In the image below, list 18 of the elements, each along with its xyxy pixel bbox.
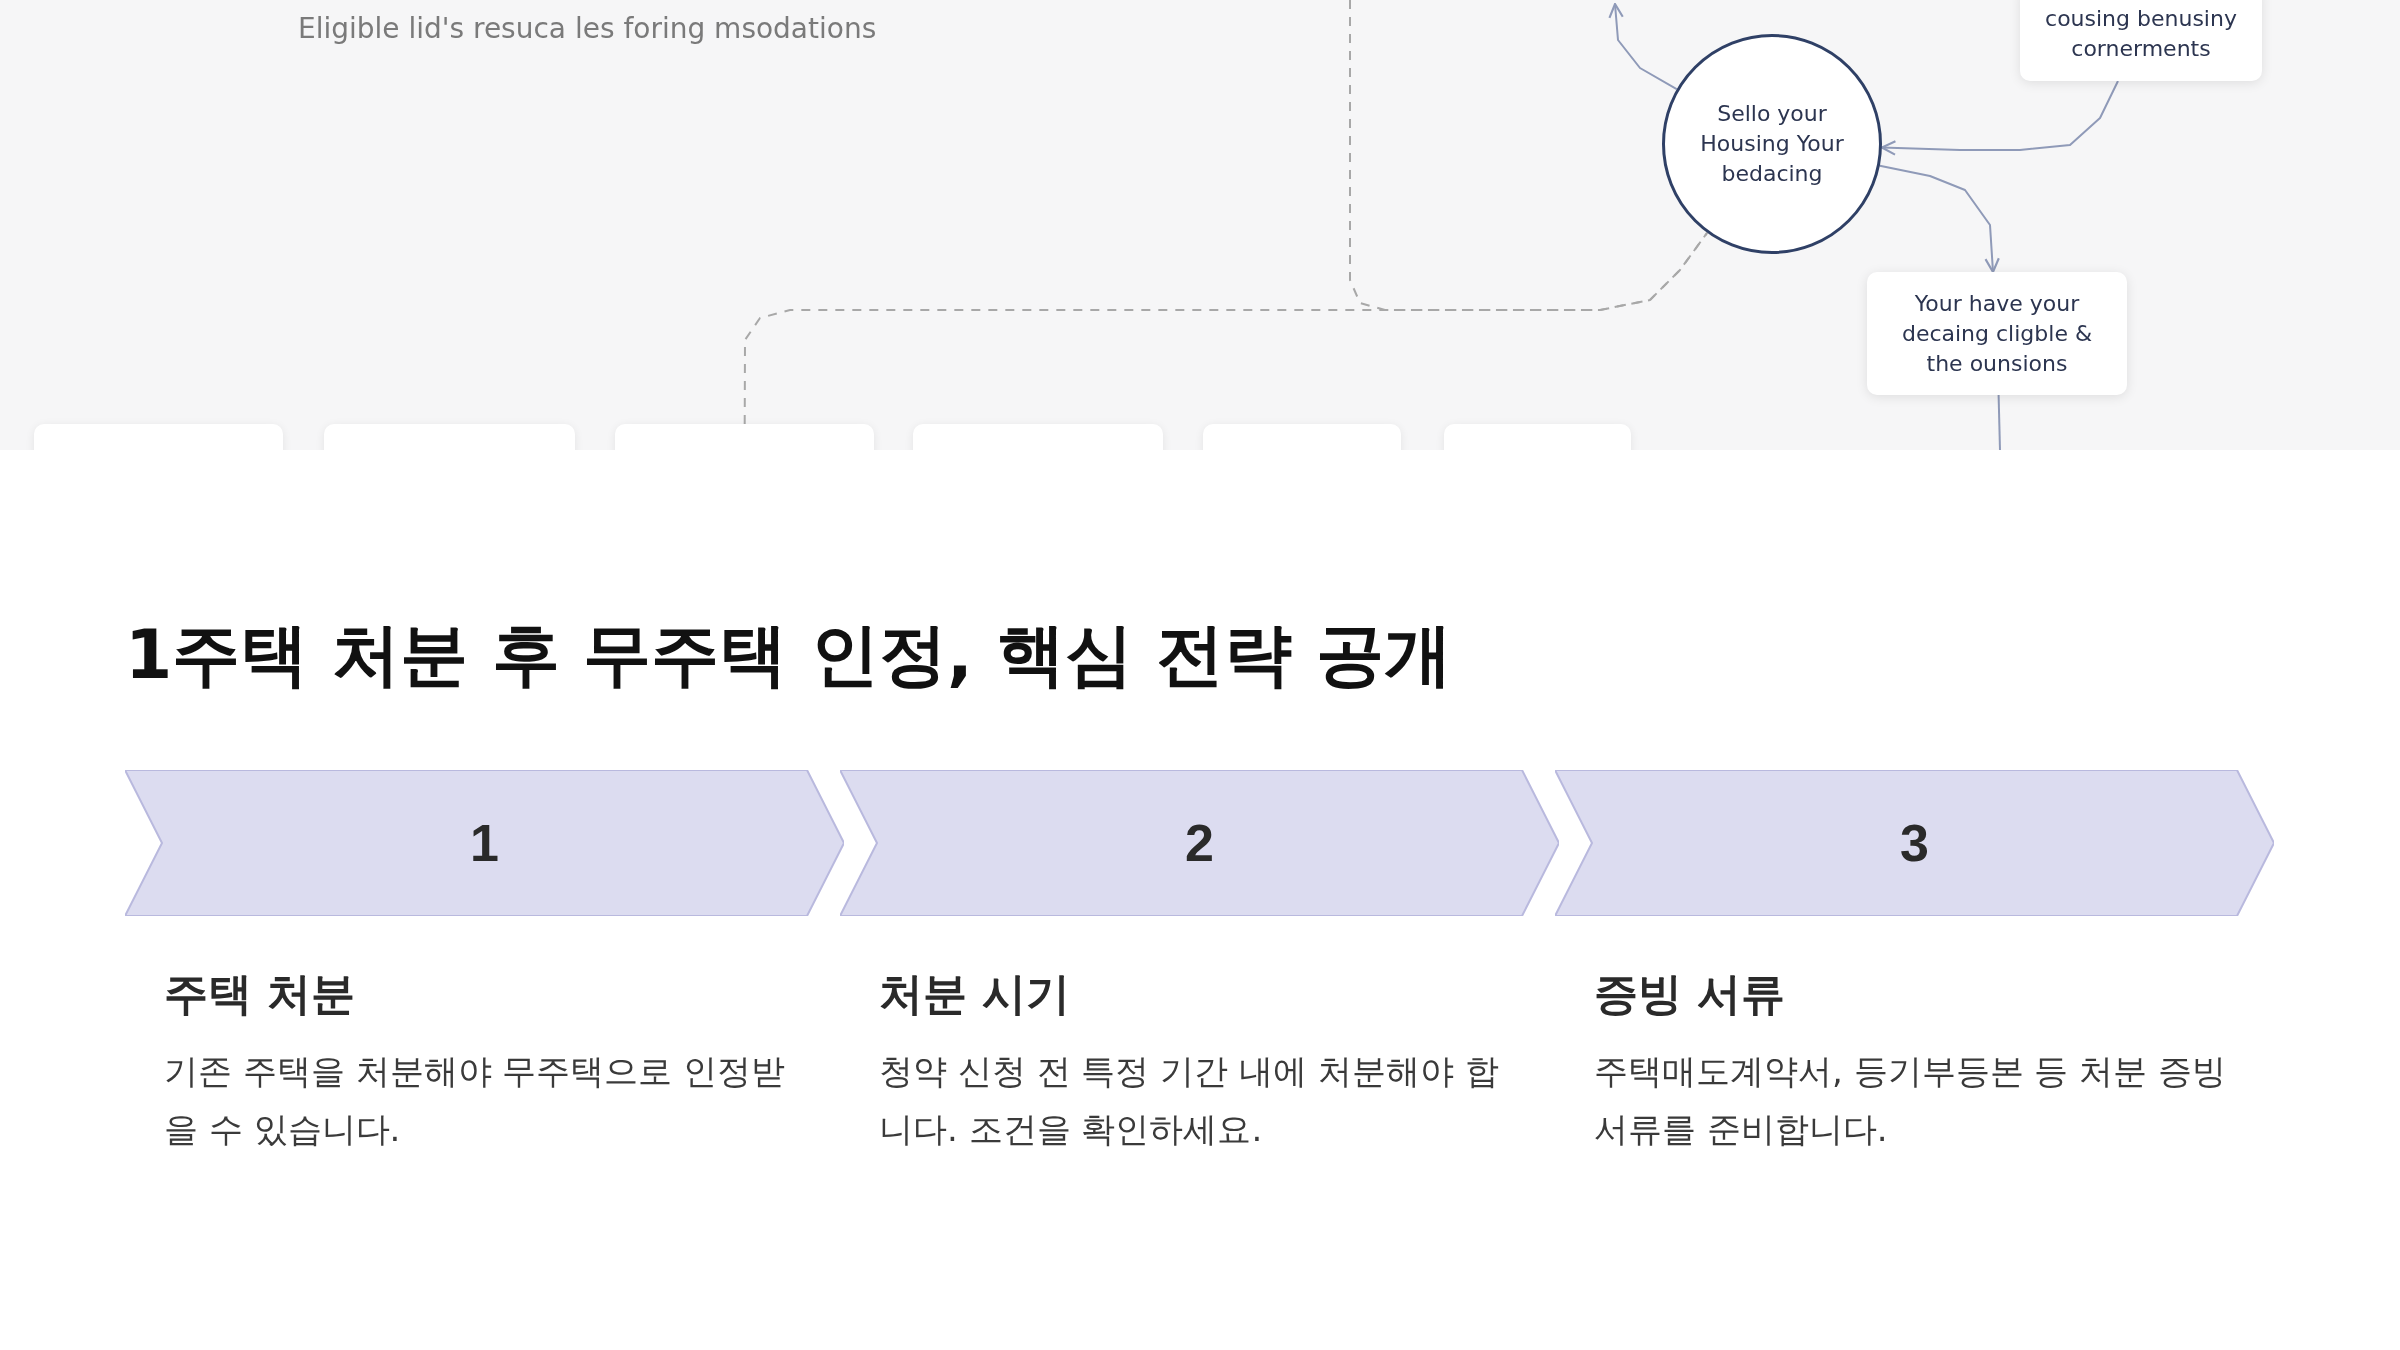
caption-text: Eligible lid's resuca les foring msodations: [298, 12, 877, 45]
step-number: 1: [470, 813, 499, 873]
step-description: 주택매도계약서, 등기부등본 등 처분 증빙 서류를 준비합니다.: [1594, 1050, 2228, 1151]
step-description: 기존 주택을 처분해야 무주택으로 인정받을 수 있습니다.: [164, 1050, 787, 1151]
step-heading: 증빙 서류: [1594, 967, 1787, 1021]
step-heading: 주택 처분: [164, 967, 357, 1021]
step-circle: Sello your Housing Your bedacing: [1662, 34, 1882, 254]
dashed-connector: [1349, 0, 1709, 311]
arrow: [1878, 164, 2000, 274]
text-box: cousing benusiny cornerments: [2020, 0, 2262, 81]
slide-title: 1주택 처분 후 무주택 인정, 핵심 전략 공개: [125, 614, 1452, 696]
text-box: Your have your decaing cligble & the ounsions: [1867, 272, 2127, 395]
step-heading: 처분 시기: [879, 967, 1072, 1021]
arrow: [1608, 2, 1678, 91]
arrow: [1880, 80, 2119, 156]
step-number: 2: [1185, 813, 1214, 873]
step-number: 3: [1900, 813, 1929, 873]
step-description: 청약 신청 전 특정 기간 내에 처분해야 합니다. 조건을 확인하세요.: [879, 1050, 1500, 1151]
